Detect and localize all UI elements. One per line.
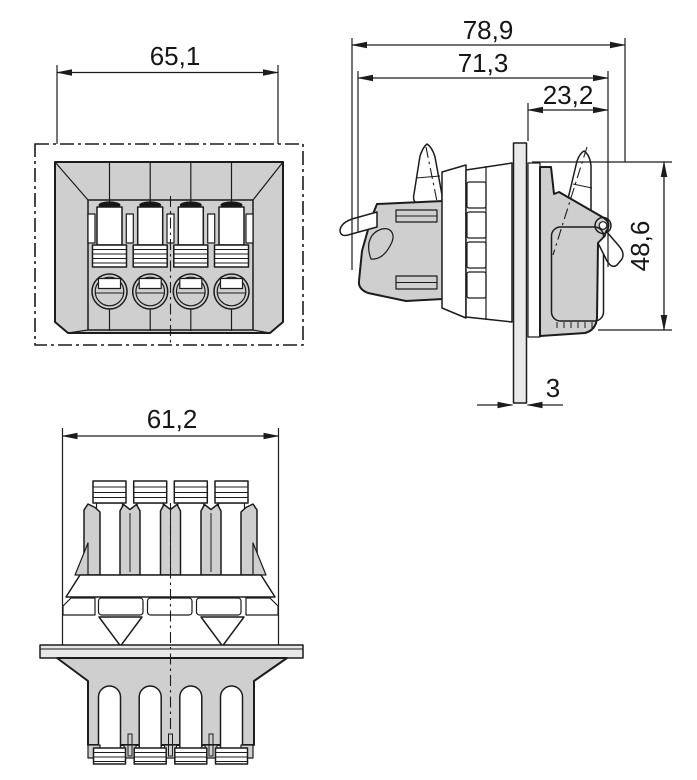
mounting-panel bbox=[512, 142, 528, 404]
divider-finger bbox=[119, 503, 141, 576]
shoulder-wing bbox=[252, 542, 267, 576]
wire-foot bbox=[214, 747, 249, 765]
divider-finger bbox=[200, 503, 222, 576]
coding-triangle bbox=[98, 616, 143, 647]
dim-label: 78,9 bbox=[463, 15, 514, 45]
dim-side-overall: 78,9 bbox=[351, 15, 626, 270]
dim-label: 3 bbox=[546, 373, 560, 403]
lever-arm bbox=[441, 164, 467, 319]
wire-foot bbox=[92, 747, 127, 765]
dim-socket-depth: 23,2 bbox=[527, 80, 609, 141]
front-view: 65,1 bbox=[34, 41, 304, 346]
dim-label: 65,1 bbox=[150, 41, 201, 71]
dim-panel-thickness: 3 bbox=[477, 373, 563, 409]
wire-foot bbox=[133, 747, 167, 765]
dim-label: 71,3 bbox=[458, 48, 509, 78]
dim-front-width: 65,1 bbox=[56, 41, 279, 144]
housing-bar bbox=[65, 574, 276, 598]
panel-flange bbox=[39, 644, 304, 659]
dim-label: 23,2 bbox=[543, 80, 594, 110]
latch-pivot bbox=[594, 216, 612, 235]
socket-latch bbox=[597, 230, 624, 268]
shoulder-wing bbox=[74, 542, 89, 576]
gasket bbox=[527, 162, 541, 338]
plug-lever bbox=[412, 143, 443, 204]
coding-triangle bbox=[200, 616, 245, 647]
dim-label: 48,6 bbox=[625, 221, 655, 272]
dim-side-height: 48,6 bbox=[532, 161, 672, 331]
side-view: 78,9 71,3 23,2 48,6 3 bbox=[339, 15, 672, 409]
panel-cutout-phantom-outline bbox=[34, 143, 304, 346]
dim-label: 61,2 bbox=[147, 404, 198, 434]
cable-side-body bbox=[56, 657, 288, 746]
wire-foot bbox=[174, 747, 208, 765]
dim-side-housing: 71,3 bbox=[357, 48, 609, 267]
top-view: 61,2 bbox=[39, 404, 304, 765]
